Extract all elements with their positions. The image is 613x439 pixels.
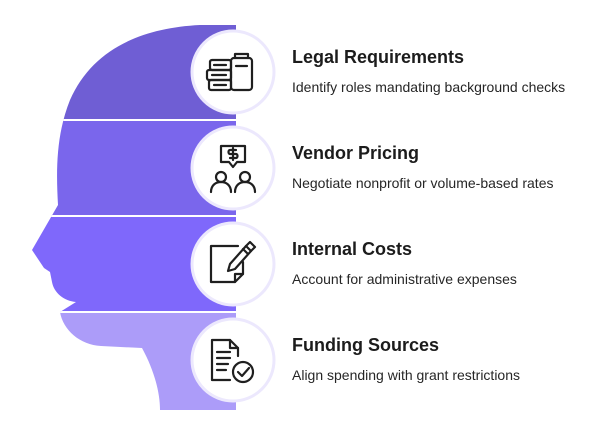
- item-internal-costs: Internal Costs Account for administrativ…: [292, 238, 607, 288]
- item-description: Identify roles mandating background chec…: [292, 79, 566, 95]
- price-negotiation-icon: [209, 144, 257, 194]
- pen-and-paper-icon: [209, 240, 257, 284]
- item-description: Account for administrative expenses: [292, 271, 517, 287]
- item-title: Legal Requirements: [292, 47, 465, 67]
- icon-circle-3: [190, 221, 276, 307]
- item-vendor-pricing: Vendor Pricing Negotiate nonprofit or vo…: [292, 142, 607, 192]
- icon-circle-1: [190, 29, 276, 115]
- stacked-documents-icon: [205, 52, 254, 92]
- icon-circle-4: [190, 317, 276, 403]
- item-funding-sources: Funding Sources Align spending with gran…: [292, 334, 607, 384]
- item-title: Funding Sources: [292, 335, 440, 355]
- approved-document-icon: [210, 338, 255, 384]
- item-title: Internal Costs: [292, 239, 413, 259]
- item-description: Negotiate nonprofit or volume-based rate…: [292, 175, 554, 191]
- item-title: Vendor Pricing: [292, 143, 420, 163]
- item-legal-requirements: Legal Requirements Identify roles mandat…: [292, 46, 607, 96]
- item-description: Align spending with grant restrictions: [292, 367, 521, 383]
